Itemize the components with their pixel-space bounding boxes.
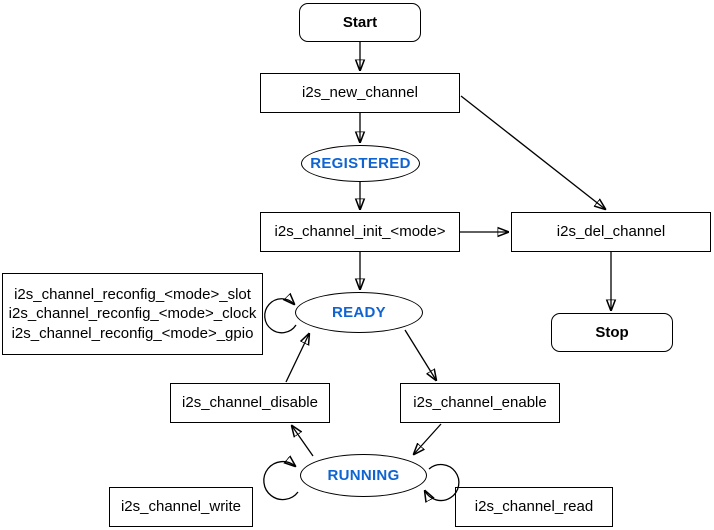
node-stop: Stop — [551, 313, 673, 352]
node-i2s-channel-write: i2s_channel_write — [109, 487, 253, 527]
edge-running-to-disable-arrow — [292, 426, 314, 457]
node-i2s-channel-init: i2s_channel_init_<mode> — [260, 212, 460, 252]
node-i2s-channel-enable-label: i2s_channel_enable — [413, 394, 547, 412]
node-i2s-channel-disable-label: i2s_channel_disable — [182, 394, 318, 412]
node-i2s-del-channel: i2s_del_channel — [511, 212, 711, 252]
reconfig-line-clock: i2s_channel_reconfig_<mode>_clock — [8, 305, 257, 323]
self-loop-running-write-arrow — [263, 462, 299, 501]
edge-enable-to-running-arrow — [414, 423, 442, 454]
node-start: Start — [299, 3, 421, 42]
node-start-label: Start — [342, 13, 378, 31]
node-i2s-channel-init-label: i2s_channel_init_<mode> — [274, 223, 446, 241]
self-loop-running-read-arrow — [425, 463, 460, 501]
node-i2s-channel-read-label: i2s_channel_read — [474, 498, 594, 516]
node-i2s-channel-read: i2s_channel_read — [455, 487, 613, 527]
state-running: RUNNING — [300, 454, 427, 497]
state-ready: READY — [295, 292, 423, 333]
reconfig-line-gpio: i2s_channel_reconfig_<mode>_gpio — [11, 324, 254, 342]
node-i2s-channel-reconfig: i2s_channel_reconfig_<mode>_slot i2s_cha… — [2, 273, 263, 355]
edge-disable-to-ready-arrow — [285, 334, 309, 383]
edge-new-channel-to-del-channel-arrow — [460, 95, 605, 209]
state-ready-label: READY — [331, 303, 386, 321]
state-running-label: RUNNING — [327, 466, 400, 484]
edge-ready-to-enable-arrow — [404, 329, 436, 380]
node-i2s-new-channel: i2s_new_channel — [260, 73, 460, 113]
state-registered: REGISTERED — [301, 145, 420, 182]
node-i2s-channel-disable: i2s_channel_disable — [170, 383, 330, 423]
reconfig-line-slot: i2s_channel_reconfig_<mode>_slot — [14, 285, 251, 303]
node-i2s-channel-enable: i2s_channel_enable — [400, 383, 560, 423]
node-i2s-channel-write-label: i2s_channel_write — [120, 498, 242, 516]
state-registered-label: REGISTERED — [310, 154, 411, 172]
node-i2s-new-channel-label: i2s_new_channel — [302, 84, 418, 102]
self-loop-ready-reconfig-arrow — [264, 299, 297, 334]
node-i2s-del-channel-label: i2s_del_channel — [556, 223, 666, 241]
node-stop-label: Stop — [595, 323, 629, 341]
